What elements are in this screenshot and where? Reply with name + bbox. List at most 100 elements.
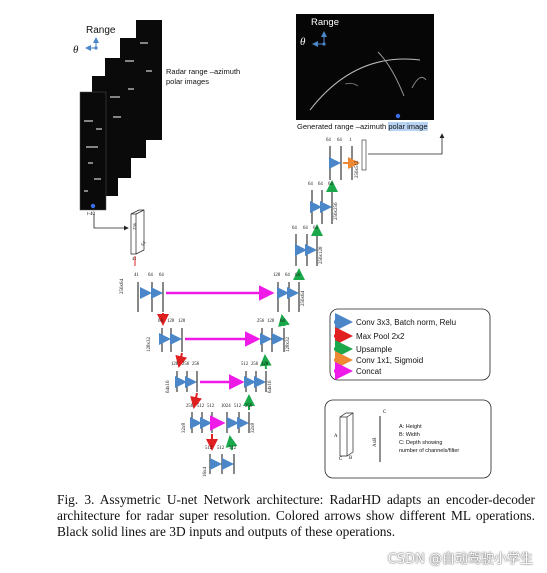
channel-label: 64 [337,138,342,143]
channel-label: 128 [171,362,179,367]
channel-label: 64 [285,273,290,278]
channel-label: 64 [159,273,164,278]
theta-label-right: θ [300,36,306,48]
channel-label: 64 [313,226,318,231]
size-label: 128x32 [147,337,152,352]
theta-label-left: θ [73,44,79,56]
radar-origin-icon [90,203,96,209]
input-flow-arrow [93,214,129,231]
channel-label: 64 [280,319,285,324]
feature-maps [137,146,353,474]
output-caption-highlight: polar image [388,122,428,131]
range-label-left: Range [86,25,116,36]
key-letter-c: C [339,457,343,462]
channel-label: 512 [205,446,213,451]
output-image [296,14,434,120]
size-label: 256x128 [319,246,324,265]
legend-box [329,308,491,381]
channel-label: 64 [308,182,313,187]
channel-label: 128 [273,273,281,278]
input-frame [80,92,106,210]
frame-label: t [151,132,153,137]
channel-label: 1024 [221,404,231,409]
frame-label: t-40 [87,212,96,217]
channel-label: 128 [178,319,186,324]
conv-arrows [140,157,341,470]
range-label-right: Range [311,17,339,28]
size-label: 64x16 [268,380,273,394]
key-desc-depth: C: Depth showing [399,440,443,446]
channel-label: 64 [326,138,331,143]
channel-label: 128 [261,362,269,367]
frame-label: ... [114,189,118,194]
output-caption-text: Generated range –azimuth [297,122,389,131]
output-origin-icon [395,113,401,119]
size-label: 256x64 [120,279,125,294]
key-block-icon [339,412,354,457]
channel-label: 512 [241,362,249,367]
size-label: 32x8 [182,423,187,433]
size-label: 16x4 [203,467,208,477]
concat-arrows [166,285,275,431]
frame-label: t-2 [126,172,132,177]
channel-label: 256 [186,404,194,409]
channel-label: 64 [148,273,153,278]
legend-label-concat: Concat [356,367,382,376]
channel-label: 256 [182,362,190,367]
channel-label: 128 [267,319,275,324]
legend-label-conv: Conv 3x3, Batch norm, Relu [356,318,457,327]
key-letter-b: B [349,456,353,461]
output-caption: Generated range –azimuth polar image [297,122,428,131]
key-desc-height: A: Height [399,424,422,430]
channel-label: 64 [303,226,308,231]
channel-label: 41 [134,273,139,278]
axes-indicator-right [312,31,327,47]
output-block [361,139,367,171]
key-box [324,399,492,479]
key-desc-depth-cont: number of channels/filter [399,448,460,454]
size-label: 128x32 [286,337,291,352]
legend-label-maxpool: Max Pool 2x2 [356,332,405,341]
channel-label: 256 [245,404,253,409]
output-flow-arrow [368,133,445,155]
watermark: CSDN @自动驾驶小学生 [387,552,533,567]
axes-indicator-left [85,37,99,51]
input-block-label: 41 [132,256,137,261]
channel-label: 64 [328,182,333,187]
key-letter-a: A [334,434,338,439]
channel-label: 128 [167,319,175,324]
figure-caption: Fig. 3. Assymetric U-net Network archite… [57,492,535,540]
input-caption-line1: Radar range –azimuth [166,67,241,76]
channel-label: 1 [349,138,352,143]
input-block-label: 256 [131,223,137,230]
input-caption-line2: polar images [166,77,209,86]
size-label: 32x8 [251,423,256,433]
legend-swatches [334,313,353,380]
input-image-stack [79,20,162,211]
channel-label: 512 [234,404,242,409]
channel-label: 64 [295,273,300,278]
legend-label-sigmoid: Conv 1x1, Sigmoid [356,356,424,365]
channel-label: 256 [251,362,259,367]
key-desc-width: B: Width [399,432,420,438]
channel-label: 256 [192,362,200,367]
upsample-arrows [225,180,338,451]
size-label: 256x64 [301,291,306,306]
frame-label: t-1 [140,152,146,157]
maxpool-arrows [157,313,218,451]
key-line-letter-c: C [383,410,387,415]
channel-label: 64 [158,319,163,324]
channel-label: 512 [197,404,205,409]
channel-label: 256 [257,319,265,324]
channel-label: 512 [217,446,225,451]
channel-label: 512 [207,404,215,409]
input-block [130,209,145,255]
size-label: 64x16 [166,380,171,394]
channel-label: 64 [292,226,297,231]
channel-label: 512 [229,446,237,451]
legend-label-upsample: Upsample [356,345,393,354]
key-side-label: AxB [373,437,378,447]
size-label: 256x256 [334,202,339,221]
size-label: 256x512 [355,160,360,179]
